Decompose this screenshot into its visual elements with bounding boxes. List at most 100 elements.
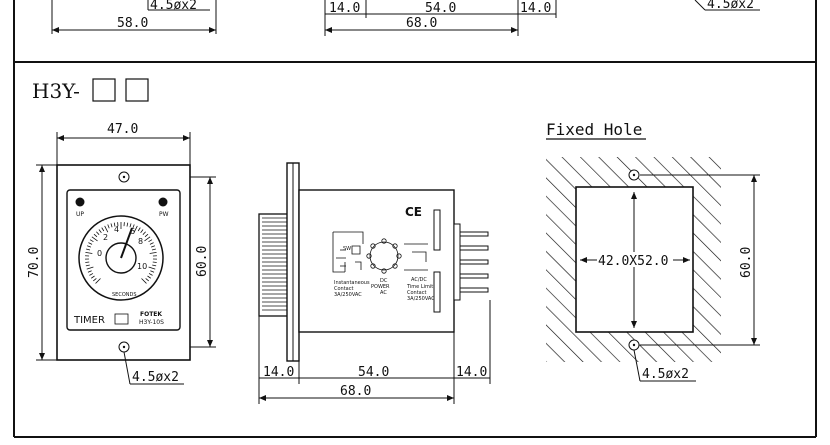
knob-ribs bbox=[262, 217, 287, 311]
dial-tick bbox=[145, 278, 149, 282]
wiring-diagram bbox=[332, 231, 428, 274]
dial-tick bbox=[148, 266, 156, 270]
model-box-1 bbox=[92, 78, 116, 102]
wiring-power: POWER bbox=[371, 284, 390, 290]
side-total-dim: 68.0 bbox=[340, 384, 371, 399]
dial-tick bbox=[88, 242, 93, 245]
dial-scale bbox=[85, 222, 157, 284]
ce-mark: CE bbox=[405, 205, 422, 219]
dial-tick bbox=[86, 248, 91, 251]
dial-tick bbox=[144, 233, 149, 238]
dial-tick bbox=[89, 239, 94, 243]
cutout-size-label: 42.0X52.0 bbox=[598, 254, 668, 269]
up-led bbox=[75, 197, 85, 207]
dial-tick bbox=[85, 264, 90, 267]
dial-tick bbox=[85, 261, 90, 263]
fixed-hole-title: Fixed Hole bbox=[546, 120, 642, 139]
dial-tick bbox=[98, 229, 102, 233]
wiring-contact-2: Contact bbox=[334, 286, 353, 292]
dial-tick bbox=[86, 266, 94, 270]
top-side-left: 14.0 bbox=[329, 1, 360, 16]
top-side-right: 14.0 bbox=[520, 1, 551, 16]
top-section: 4.5øx2 58.0 14.0 54.0 14.0 68.0 4.5øx2 bbox=[51, 0, 760, 36]
front-hole-note: 4.5øx2 bbox=[132, 370, 179, 385]
top-side-total: 68.0 bbox=[406, 16, 437, 31]
dial-pointer bbox=[120, 227, 133, 259]
sheet-frame bbox=[13, 0, 817, 438]
dial-tick bbox=[113, 222, 116, 227]
side-right-dim: 14.0 bbox=[456, 365, 487, 380]
front-inner-height-label: 60.0 bbox=[195, 246, 210, 277]
front-height-label: 70.0 bbox=[27, 247, 42, 278]
dial-tick bbox=[152, 264, 157, 267]
wiring-acdc: AC/DC bbox=[411, 277, 427, 283]
dial-tick bbox=[132, 224, 135, 229]
dial-tick bbox=[133, 225, 138, 233]
dial-tick bbox=[142, 231, 146, 235]
dial-tick bbox=[87, 270, 92, 273]
front-view: 47.0 UP PW 0 2 4 6 8 10 SECONDS TIMER FO… bbox=[27, 122, 216, 385]
dial-tick bbox=[93, 233, 98, 238]
wiring-instantaneous: Instantaneous bbox=[334, 280, 370, 286]
dial-tick bbox=[91, 236, 98, 242]
dial-tick bbox=[110, 223, 113, 228]
top-left-hole-note: 4.5øx2 bbox=[150, 0, 197, 13]
dial-tick bbox=[129, 223, 132, 228]
model-prefix: H3Y- bbox=[32, 79, 80, 103]
side-view: CE SW DC POWER AC AC/DC Time Limit Conta… bbox=[258, 162, 491, 404]
dial-tick bbox=[144, 236, 151, 242]
model-box-2 bbox=[125, 78, 149, 102]
dial-number-0: 0 bbox=[97, 249, 102, 258]
dial-number-2: 2 bbox=[103, 233, 108, 242]
label-slot-bottom bbox=[433, 271, 441, 313]
dial-tick bbox=[126, 222, 129, 227]
side-body bbox=[298, 189, 455, 333]
wiring-rating-1: 3A/250VAC bbox=[407, 296, 435, 302]
dial-tick bbox=[137, 227, 141, 232]
dial-tick bbox=[149, 251, 157, 254]
front-width-label: 47.0 bbox=[107, 122, 138, 137]
up-label: UP bbox=[76, 211, 84, 218]
side-left-dim: 14.0 bbox=[263, 365, 294, 380]
wiring-ac: AC bbox=[380, 290, 387, 296]
pw-label: PW bbox=[159, 211, 169, 218]
top-side-mid: 54.0 bbox=[425, 1, 456, 16]
dial-unit: SECONDS bbox=[112, 292, 137, 298]
range-indicator bbox=[114, 313, 129, 325]
socket-pins bbox=[453, 223, 489, 301]
dial-tick bbox=[151, 248, 156, 251]
dial-tick bbox=[152, 261, 157, 263]
side-knob bbox=[258, 213, 291, 317]
dial-tick bbox=[104, 225, 109, 233]
dial-tick bbox=[89, 273, 94, 276]
section-title: H3Y- bbox=[32, 78, 149, 103]
pw-led bbox=[158, 197, 168, 207]
fixed-hole-view: Fixed Hole 42.0X52.0 60.0 4.5øx2 bbox=[546, 120, 760, 382]
brand-label: FOTEK bbox=[140, 311, 162, 318]
wiring-rating-2: 3A/250VAC bbox=[334, 292, 362, 298]
panel-hole-note: 4.5øx2 bbox=[642, 367, 689, 382]
wiring-dc: DC bbox=[380, 278, 388, 284]
timer-label: TIMER bbox=[73, 315, 105, 326]
dial-number-4: 4 bbox=[114, 225, 119, 234]
wiring-sw: SW bbox=[343, 246, 351, 252]
dial-tick bbox=[147, 275, 151, 279]
dial-tick bbox=[150, 270, 155, 273]
dial-tick bbox=[148, 239, 153, 243]
wiring-contact-1: Contact bbox=[407, 290, 426, 296]
top-right-hole-note: 4.5øx2 bbox=[707, 0, 754, 12]
dial-tick bbox=[101, 227, 105, 232]
wiring-time-limit: Time Limit bbox=[406, 284, 433, 290]
dial-tick bbox=[150, 245, 156, 248]
dial-tick bbox=[141, 278, 147, 284]
dial-tick bbox=[140, 229, 144, 233]
dial-tick bbox=[95, 278, 101, 284]
dial-number-6: 6 bbox=[130, 227, 135, 236]
label-slot-top bbox=[433, 209, 441, 251]
dial-tick bbox=[107, 224, 110, 229]
side-mid-dim: 54.0 bbox=[358, 365, 389, 380]
panel-height-label: 60.0 bbox=[739, 247, 754, 278]
model-label: H3Y-10S bbox=[139, 319, 164, 326]
dial-tick bbox=[93, 278, 97, 282]
